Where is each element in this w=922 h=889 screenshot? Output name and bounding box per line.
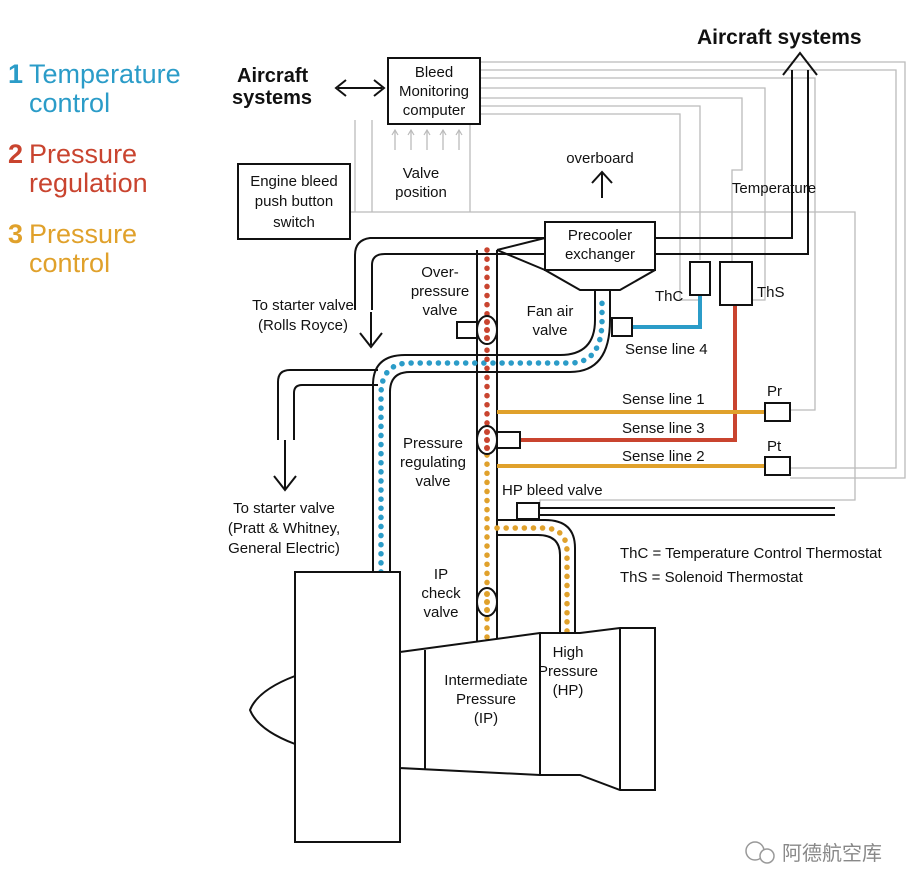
hp-label-2: Pressure <box>538 663 598 680</box>
overboard-label: overboard <box>566 150 634 167</box>
pr-label: Pr <box>767 383 782 400</box>
legend-text: Pressure regulation <box>29 139 148 198</box>
fan-air-label-2: valve <box>532 322 567 339</box>
hp-bleed-label: HP bleed valve <box>502 482 603 499</box>
engine <box>248 571 656 843</box>
ths-definition: ThS = Solenoid Thermostat <box>620 569 804 586</box>
legend-text: Pressure control <box>29 219 138 278</box>
flow-dots <box>378 247 605 653</box>
precooler-label-1: Precooler <box>568 227 632 244</box>
valve-position-label-1: Valve <box>403 165 439 182</box>
ip-check-label-1: IP <box>434 566 448 583</box>
prv-label-2: regulating <box>400 454 466 471</box>
bleed-computer-label-1: Bleed <box>415 64 453 81</box>
engine-fan <box>294 571 401 843</box>
engine-switch-label-2: push button <box>255 193 333 210</box>
sense-line-3-path <box>520 305 737 442</box>
double-arrow-right <box>373 79 386 97</box>
thc-thermostat <box>689 261 711 296</box>
temperature-flow-path <box>378 292 605 575</box>
ip-label-1: Intermediate <box>444 672 527 689</box>
legend-number: 1 <box>8 59 24 89</box>
arrows <box>273 51 818 492</box>
starter-pw-label-3: General Electric) <box>228 540 340 557</box>
starter-rr-arrow <box>359 332 383 349</box>
aircraft-systems-left-label-2: systems <box>232 87 312 109</box>
hp-label-1: High <box>553 644 584 661</box>
watermark-text: 阿德航空库 <box>782 842 882 865</box>
starter-rr-label-2: (Rolls Royce) <box>258 317 348 334</box>
signal-lines <box>350 61 906 508</box>
thc-definition: ThC = Temperature Control Thermostat <box>620 545 882 562</box>
overpressure-label-1: Over- <box>421 264 459 281</box>
control-dots-overlay <box>484 591 490 613</box>
engine-bleed-switch <box>237 163 351 240</box>
ip-check-label-2: check <box>421 585 461 602</box>
engine-switch-label-1: Engine bleed <box>250 173 338 190</box>
precooler-exchanger: Precooler exchanger <box>496 221 656 291</box>
starter-pw-label-1: To starter valve <box>233 500 335 517</box>
aircraft-systems-left-label-1: Aircraft <box>237 65 308 87</box>
precooler-label-2: exchanger <box>565 246 635 263</box>
text-labels: Aircraft systems Aircraft systems Bleed … <box>228 26 883 727</box>
sense-lines <box>497 295 765 468</box>
ip-label-2: Pressure <box>456 691 516 708</box>
ths-label: ThS <box>757 284 785 301</box>
starter-pw-arrow <box>273 475 297 492</box>
overpressure-label-2: pressure <box>411 283 469 300</box>
thc-label: ThC <box>655 288 684 305</box>
aircraft-systems-top-arrow <box>782 51 818 76</box>
legend-text: Temperature control <box>29 59 181 118</box>
ths-thermostat <box>719 261 753 306</box>
engine-spinner <box>248 674 296 746</box>
sense-line-4-path <box>632 295 702 329</box>
engine-core <box>399 627 656 791</box>
sense-line-3-label: Sense line 3 <box>622 420 705 437</box>
ip-label-3: (IP) <box>474 710 498 727</box>
bleed-computer-label-2: Monitoring <box>399 83 469 100</box>
valve-position-label-2: position <box>395 184 447 201</box>
fan-air-label-1: Fan air <box>527 303 574 320</box>
legend-number: 2 <box>8 139 24 169</box>
pt-label: Pt <box>767 438 782 455</box>
starter-rr-label-1: To starter valve <box>252 297 354 314</box>
double-arrow-left <box>334 79 347 97</box>
ip-check-label-3: valve <box>423 604 458 621</box>
prv-label-3: valve <box>415 473 450 490</box>
sense-line-1-label: Sense line 1 <box>622 391 705 408</box>
bleed-computer-label-3: computer <box>403 102 466 119</box>
starter-pw-label-2: (Pratt & Whitney, <box>228 520 340 537</box>
prv-label-1: Pressure <box>403 435 463 452</box>
regulation-dots-overlay <box>484 319 490 451</box>
watermark: 阿德航空库 <box>745 841 882 865</box>
temperature-label: Temperature <box>732 180 816 197</box>
hp-bleed-valve <box>516 502 540 520</box>
legend-number: 3 <box>8 219 24 249</box>
pr-sensor <box>764 402 791 422</box>
sense-line-4-label: Sense line 4 <box>625 341 708 358</box>
bleed-monitoring-computer <box>387 57 481 125</box>
boxes <box>237 57 481 240</box>
sense-line-2-label: Sense line 2 <box>622 448 705 465</box>
overpressure-label-3: valve <box>422 302 457 319</box>
engine-switch-label-3: switch <box>273 214 315 231</box>
main-ducts <box>277 70 835 650</box>
pt-sensor <box>764 456 791 476</box>
aircraft-systems-top-label: Aircraft systems <box>697 26 862 49</box>
hp-flow-path <box>494 525 570 643</box>
hp-label-3: (HP) <box>553 682 584 699</box>
fan-air-valve <box>611 317 633 337</box>
